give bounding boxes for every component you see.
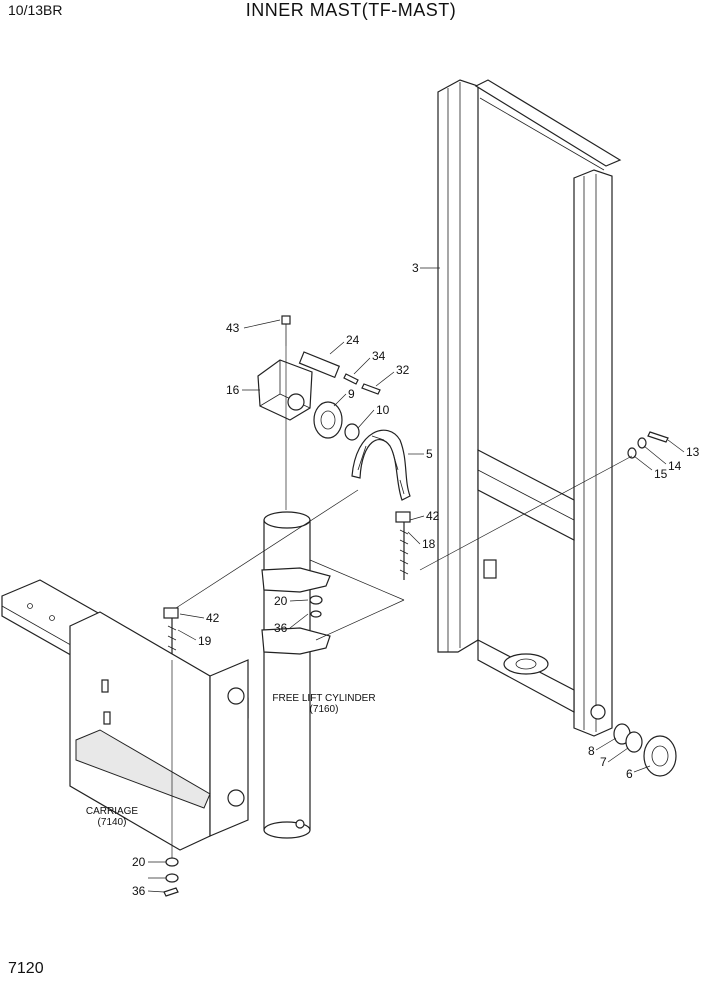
callout-36-lower: 36 bbox=[132, 884, 146, 898]
free-lift-cylinder bbox=[261, 511, 331, 839]
bottom-roller bbox=[613, 723, 677, 777]
callout-5: 5 bbox=[426, 447, 433, 461]
assembly-guide-lines bbox=[171, 346, 633, 858]
lift-chain bbox=[351, 429, 411, 501]
callout-10: 10 bbox=[376, 403, 390, 417]
callout-3: 3 bbox=[412, 261, 419, 275]
callout-18: 18 bbox=[422, 537, 436, 551]
leader-lines bbox=[147, 267, 685, 893]
callout-14: 14 bbox=[668, 459, 682, 473]
callout-numbers: 3 43 24 34 32 16 9 10 5 13 14 15 42 18 2… bbox=[132, 261, 700, 898]
sheave-roller bbox=[313, 401, 360, 441]
callout-6: 6 bbox=[626, 767, 633, 781]
inner-mast bbox=[437, 79, 622, 737]
chain-anchor-rods bbox=[163, 511, 411, 660]
callout-20-lower: 20 bbox=[132, 855, 146, 869]
sheave-bracket bbox=[257, 351, 341, 421]
callout-7: 7 bbox=[600, 755, 607, 769]
free-lift-cylinder-ref: (7160) bbox=[310, 704, 339, 715]
callout-15: 15 bbox=[654, 467, 668, 481]
callout-43: 43 bbox=[226, 321, 240, 335]
callout-34: 34 bbox=[372, 349, 386, 363]
callout-8: 8 bbox=[588, 744, 595, 758]
carriage-ref: (7140) bbox=[98, 817, 127, 828]
bottom-nuts bbox=[163, 857, 179, 897]
callout-16: 16 bbox=[226, 383, 240, 397]
page-number: 7120 bbox=[8, 960, 44, 977]
callout-20-upper: 20 bbox=[274, 594, 288, 608]
carriage-label: CARRIAGE bbox=[86, 806, 139, 817]
bolts bbox=[281, 315, 669, 459]
callout-32: 32 bbox=[396, 363, 410, 377]
callout-24: 24 bbox=[346, 333, 360, 347]
free-lift-cylinder-label: FREE LIFT CYLINDER bbox=[272, 693, 375, 704]
captions: FREE LIFT CYLINDER (7160) CARRIAGE (7140… bbox=[86, 693, 376, 828]
model-label: 10/13BR bbox=[8, 2, 63, 18]
callout-13: 13 bbox=[686, 445, 700, 459]
callout-9: 9 bbox=[348, 387, 355, 401]
page-title: INNER MAST(TF-MAST) bbox=[245, 0, 457, 20]
callout-36-upper: 36 bbox=[274, 621, 288, 635]
callout-42-lower: 42 bbox=[206, 611, 220, 625]
callout-42-upper: 42 bbox=[426, 509, 440, 523]
callout-19: 19 bbox=[198, 634, 212, 648]
carriage bbox=[1, 579, 249, 851]
